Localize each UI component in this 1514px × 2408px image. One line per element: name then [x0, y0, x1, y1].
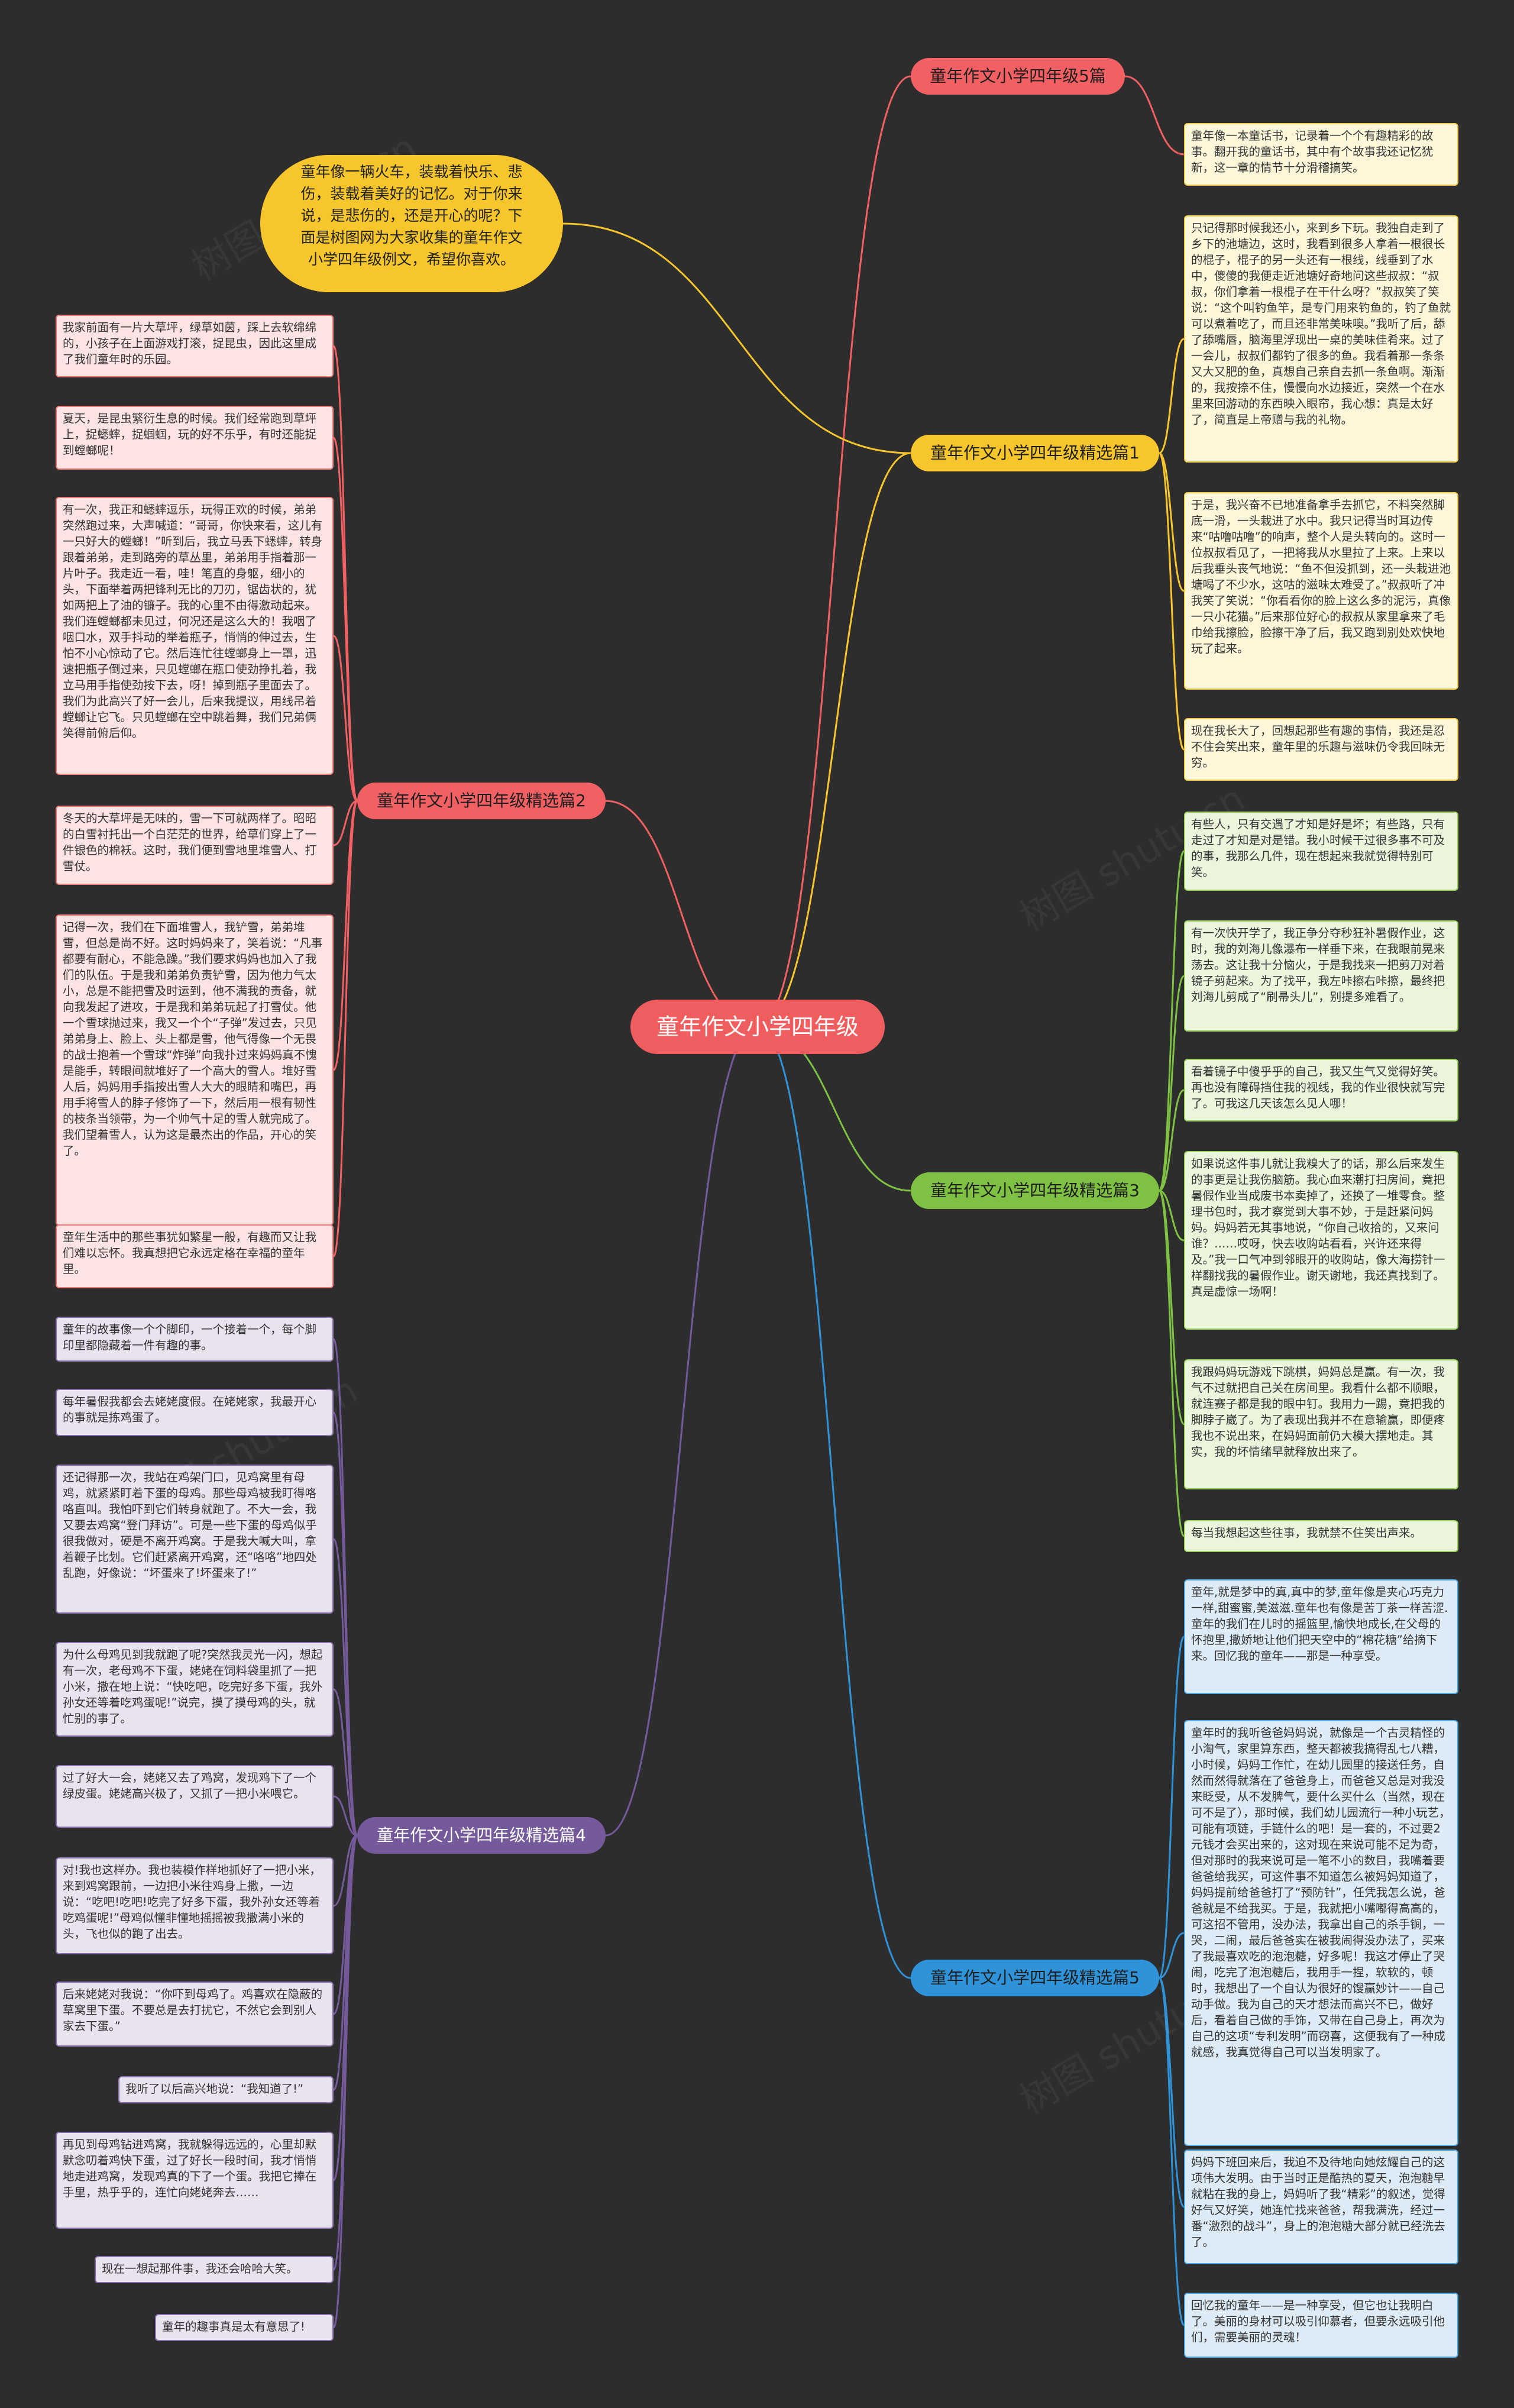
link-b3-leaf-2	[1158, 975, 1185, 1192]
leaf-b05-3[interactable]: 妈妈下班回来后，我迫不及待地向她炫耀自己的这项伟大发明。由于当时正是酷热的夏天，…	[1184, 2150, 1458, 2264]
branch-essay-1[interactable]: 童年作文小学四年级精选篇1	[911, 435, 1159, 471]
link-b2-leaf-3	[332, 635, 358, 802]
central-topic[interactable]: 童年作文小学四年级	[630, 1000, 885, 1054]
leaf-b4-1[interactable]: 童年的故事像一个个脚印，一个接着一个，每个脚印里都隐藏着一件有趣的事。	[56, 1317, 334, 1362]
branch-5-essays[interactable]: 童年作文小学四年级5篇	[911, 58, 1125, 95]
link-b2-leaf-6	[332, 800, 358, 1258]
leaf-b3-3[interactable]: 看着镜子中傻乎乎的自己，我又生气又觉得好笑。再也没有障碍挡住我的视线，我的作业很…	[1184, 1059, 1458, 1121]
link-b2-leaf-1	[332, 345, 358, 802]
link-b1-leaf-1	[1159, 338, 1185, 454]
link-b05-leaf-2	[1159, 1932, 1185, 1979]
link-b2-leaf-2	[332, 437, 358, 802]
leaf-b2-5[interactable]: 记得一次，我们在下面堆雪人，我铲雪，弟弟堆雪，但总是尚不好。这时妈妈来了，笑着说…	[56, 914, 334, 1226]
leaf-b3-2[interactable]: 有一次快开学了，我正争分夺秒狂补暑假作业，这时，我的刘海儿像瀑布一样垂下来，在我…	[1184, 920, 1458, 1032]
leaf-b3-5[interactable]: 我跟妈妈玩游戏下跳棋，妈妈总是赢。有一次，我气不过就把自己关在房间里。我看什么都…	[1184, 1359, 1458, 1489]
link-intro	[562, 222, 911, 454]
branch-essay-5[interactable]: 童年作文小学四年级精选篇5	[911, 1960, 1159, 1996]
leaf-b4-8[interactable]: 我听了以后高兴地说：“我知道了!”	[118, 2076, 334, 2103]
link-b05-leaf-1	[1158, 1635, 1185, 1979]
link-b3-leaf-3	[1159, 1089, 1185, 1192]
link-b3-leaf-5	[1158, 1190, 1185, 1426]
leaf-b3-4[interactable]: 如果说这件事儿就让我糗大了的话，那么后来发生的事更是让我伤脑筋。我心血来潮打扫房…	[1184, 1151, 1458, 1330]
leaf-b4-3[interactable]: 还记得那一次，我站在鸡架门口，见鸡窝里有母鸡，就紧紧盯着下蛋的母鸡。那些母鸡被我…	[56, 1465, 334, 1614]
link-b1-leaf-2	[1159, 452, 1185, 592]
leaf-b3-1[interactable]: 有些人，只有交遇了才知是好是坏；有些路，只有走过了才知是对是错。我小时候干过很多…	[1184, 812, 1458, 891]
leaf-b2-2[interactable]: 夏天，是昆虫繁衍生息的时候。我们经常跑到草坪上，捉蟋蟀，捉蝈蝈，玩的好不乐乎，有…	[56, 406, 334, 470]
link-b5-leaf-1	[1124, 75, 1185, 156]
link-b3-leaf-1	[1158, 850, 1185, 1192]
link-b3-leaf-4	[1159, 1190, 1185, 1242]
leaf-b1-1[interactable]: 只记得那时候我还小，来到乡下玩。我独自走到了乡下的池塘边，这时，我看到很多人拿着…	[1184, 215, 1458, 463]
leaf-b4-11[interactable]: 童年的趣事真是太有意思了!	[155, 2314, 334, 2341]
link-center-b05	[757, 1026, 911, 1979]
link-b4-leaf-4	[333, 1688, 358, 1837]
leaf-b5-1[interactable]: 童年像一本童话书，记录着一个个有趣精彩的故事。翻开我的童话书，其中有个故事我还记…	[1184, 123, 1458, 186]
branch-essay-2[interactable]: 童年作文小学四年级精选篇2	[357, 783, 606, 819]
leaf-b2-1[interactable]: 我家前面有一片大草坪，绿草如茵，踩上去软绵绵的，小孩子在上面游戏打滚，捉昆虫，因…	[56, 315, 334, 377]
leaf-b05-1[interactable]: 童年,就是梦中的真,真中的梦,童年像是夹心巧克力一样,甜蜜蜜,美滋滋.童年也有像…	[1184, 1579, 1458, 1694]
leaf-b05-2[interactable]: 童年时的我听爸爸妈妈说，就像是一个古灵精怪的小淘气，家里算东西，整天都被我搞得乱…	[1184, 1720, 1458, 2146]
branch-essay-4[interactable]: 童年作文小学四年级精选篇4	[357, 1817, 606, 1854]
branch-essay-3[interactable]: 童年作文小学四年级精选篇3	[911, 1172, 1159, 1209]
link-b3-leaf-6	[1158, 1190, 1185, 1537]
link-b2-leaf-4	[333, 800, 358, 846]
link-b1-leaf-3	[1158, 452, 1185, 751]
leaf-b2-4[interactable]: 冬天的大草坪是无味的，雪一下可就两样了。昭昭的白雪衬托出一个白茫茫的世界，给草们…	[56, 806, 334, 885]
leaf-b4-9[interactable]: 再见到母鸡钻进鸡窝，我就躲得远远的，心里却默默念叨着鸡快下蛋，过了好长一段时间，…	[56, 2132, 334, 2229]
leaf-b4-10[interactable]: 现在一想起那件事，我还会哈哈大笑。	[95, 2256, 334, 2283]
leaf-b4-2[interactable]: 每年暑假我都会去姥姥度假。在姥姥家，我最开心的事就是拣鸡蛋了。	[56, 1389, 334, 1436]
leaf-b1-3[interactable]: 现在我长大了，回想起那些有趣的事情，我还是忍不住会笑出来，童年里的乐趣与滋味仍令…	[1184, 718, 1458, 781]
leaf-b05-4[interactable]: 回忆我的童年——是一种享受，但它也让我明白了。美丽的身材可以吸引仰慕者，但要永远…	[1184, 2293, 1458, 2358]
link-b4-leaf-3	[332, 1538, 358, 1837]
intro-bubble[interactable]: 童年像一辆火车，装载着快乐、悲伤，装载着美好的记忆。对于你来说，是悲伤的，还是开…	[260, 155, 563, 292]
link-b05-leaf-4	[1158, 1977, 1185, 2326]
link-b4-leaf-6	[333, 1834, 358, 1907]
leaf-b2-6[interactable]: 童年生活中的那些事犹如繁星一般，有趣而又让我们难以忘怀。我真想把它永远定格在幸福…	[56, 1224, 334, 1288]
link-b4-leaf-11	[332, 1834, 358, 2329]
leaf-b4-4[interactable]: 为什么母鸡见到我就跑了呢?突然我灵光一闪，想起有一次，老母鸡不下蛋，姥姥在饲料袋…	[56, 1642, 334, 1737]
leaf-b4-7[interactable]: 后来姥姥对我说：“你吓到母鸡了。鸡喜欢在隐蔽的草窝里下蛋。不要总是去打扰它，不然…	[56, 1982, 334, 2047]
link-center-b1	[757, 452, 911, 1028]
leaf-b1-2[interactable]: 于是，我兴奋不已地准备拿手去抓它，不料突然脚底一滑，一头栽进了水中。我只记得当时…	[1184, 492, 1458, 690]
link-b4-leaf-5	[333, 1795, 358, 1837]
link-center-b5	[757, 75, 911, 1028]
leaf-b4-5[interactable]: 过了好大一会，姥姥又去了鸡窝，发现鸡下了一个绿皮蛋。姥姥高兴极了，又抓了一把小米…	[56, 1765, 334, 1828]
leaf-b4-6[interactable]: 对!我也这样办。我也装模作样地抓好了一把小米，来到鸡窝跟前，一边把小米往鸡身上撒…	[56, 1857, 334, 1954]
link-center-b2	[605, 800, 758, 1028]
leaf-b3-6[interactable]: 每当我想起这些往事，我就禁不住笑出声来。	[1184, 1520, 1458, 1552]
leaf-b2-3[interactable]: 有一次，我正和蟋蟀逗乐，玩得正欢的时候，弟弟突然跑过来，大声喊道：“哥哥，你快来…	[56, 497, 334, 775]
link-b2-leaf-5	[332, 800, 358, 1071]
link-center-b4	[605, 1026, 758, 1837]
